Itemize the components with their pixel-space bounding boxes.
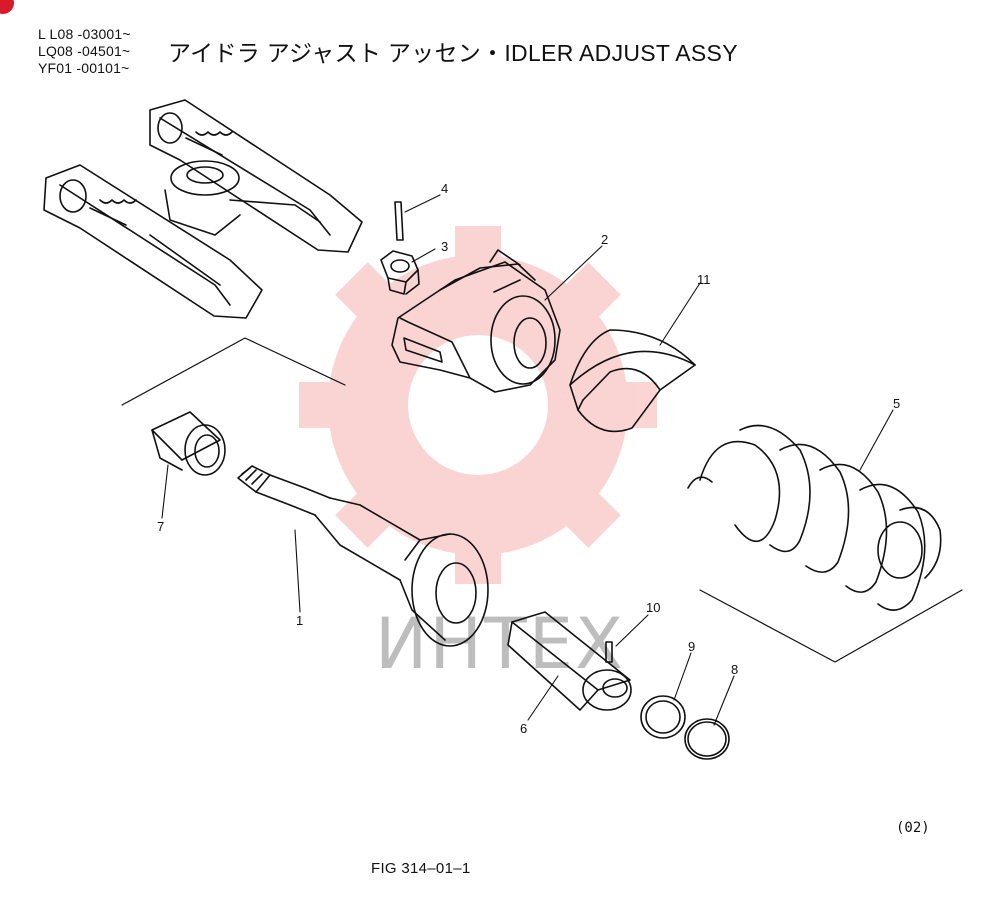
callout-8: 8 (731, 662, 738, 677)
callout-10: 10 (646, 600, 660, 615)
callout-4: 4 (441, 181, 448, 196)
part-5-coil-spring (687, 424, 942, 611)
callout-3: 3 (441, 239, 448, 254)
callout-9: 9 (688, 639, 695, 654)
diagram-title: アイドラ アジャスト アッセン・IDLER ADJUST ASSY (168, 40, 738, 66)
callout-2: 2 (601, 232, 608, 247)
callout-7: 7 (157, 519, 164, 534)
part-6-sleeve (507, 611, 632, 711)
part-3-hex-nut (380, 250, 420, 295)
assembly-guide-lines (121, 337, 963, 663)
figure-number: FIG 314–01–1 (371, 860, 471, 877)
part-11-shim-plate (569, 329, 696, 433)
leader-lines (161, 194, 894, 726)
part-9-seal-ring (640, 695, 686, 739)
undercarriage-reference (43, 99, 363, 319)
serial-number: YF01 -00101~ (38, 60, 130, 76)
part-7-bushing (151, 411, 226, 476)
serial-number: L L08 -03001~ (38, 26, 131, 42)
callout-11: 11 (697, 272, 711, 287)
watermark-gear-icon (299, 226, 657, 584)
part-10-small-pin (605, 641, 613, 663)
part-8-o-ring (684, 718, 730, 760)
serial-number-list: L L08 -03001~ LQ08 -04501~ YF01 -00101~ (38, 26, 131, 77)
part-2-idler-yoke (391, 249, 561, 393)
callout-1: 1 (296, 613, 303, 628)
callout-labels: 1 2 3 4 5 6 7 8 9 10 11 (157, 181, 900, 736)
watermark-text: ИНТЕХ (375, 603, 625, 685)
part-4-pin (394, 201, 404, 241)
part-1-adjust-rod (237, 465, 489, 647)
sheet-code: (02) (896, 820, 930, 836)
corner-badge (0, 0, 14, 14)
serial-number: LQ08 -04501~ (38, 43, 131, 59)
callout-5: 5 (893, 396, 900, 411)
callout-6: 6 (520, 721, 527, 736)
